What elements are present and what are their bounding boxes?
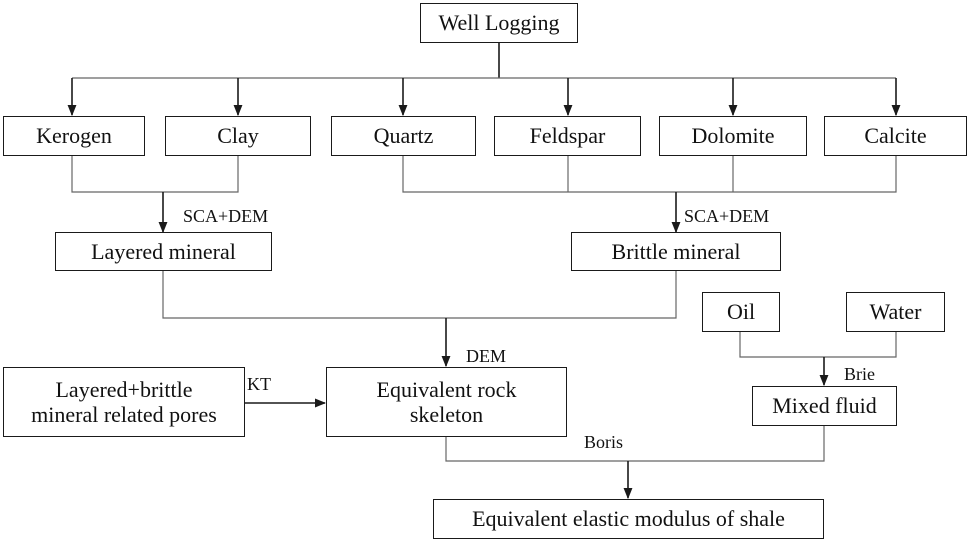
node-layered-mineral: Layered mineral [55, 232, 272, 271]
connector-mineral-merge [162, 270, 677, 319]
node-pores: Layered+brittle mineral related pores [3, 367, 245, 437]
node-feldspar: Feldspar [494, 116, 641, 156]
node-water: Water [846, 292, 945, 332]
label-boris: Boris [584, 432, 624, 452]
node-mixed-fluid: Mixed fluid [752, 386, 897, 426]
label-sca-dem-right: SCA+DEM [684, 206, 770, 226]
node-calcite: Calcite [824, 116, 967, 156]
connector-fluid-merge [739, 331, 897, 358]
node-well-logging: Well Logging [420, 3, 578, 43]
node-equivalent-elastic-modulus: Equivalent elastic modulus of shale [433, 499, 824, 539]
label-sca-dem-left: SCA+DEM [183, 206, 269, 226]
node-kerogen: Kerogen [3, 116, 145, 156]
node-equivalent-rock-skeleton: Equivalent rock skeleton [326, 367, 567, 437]
node-oil: Oil [702, 292, 780, 332]
node-skeleton-line2: skeleton [409, 402, 484, 427]
label-dem: DEM [466, 346, 506, 366]
connector-final-merge [445, 425, 825, 462]
connector-kerogen-clay-merge [71, 155, 239, 193]
node-clay: Clay [165, 116, 311, 156]
node-pores-line1: Layered+brittle [55, 376, 193, 402]
label-brie: Brie [844, 364, 875, 384]
node-pores-line2: mineral related pores [31, 402, 217, 427]
node-dolomite: Dolomite [659, 116, 807, 156]
connector-brittle-merge [402, 155, 897, 193]
label-kt: KT [247, 374, 271, 394]
node-skeleton-line1: Equivalent rock [376, 376, 517, 402]
node-quartz: Quartz [331, 116, 476, 156]
node-brittle-mineral: Brittle mineral [571, 232, 781, 271]
